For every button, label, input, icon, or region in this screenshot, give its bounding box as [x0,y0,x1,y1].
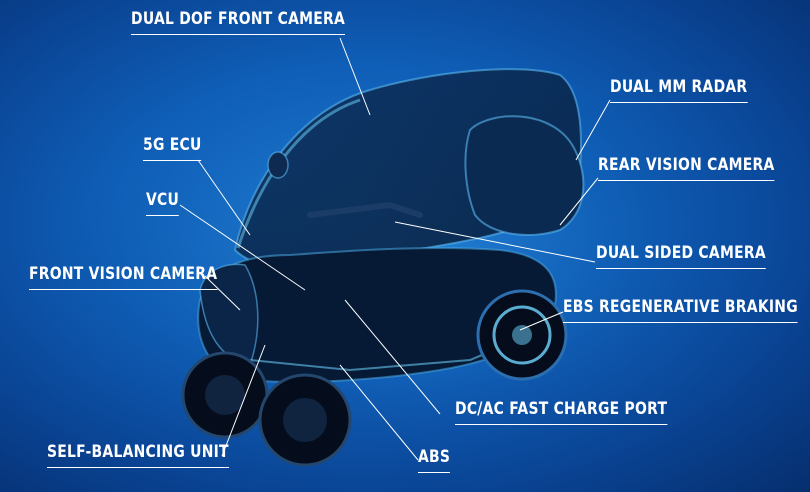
underline [563,321,798,323]
underline [596,267,766,269]
rear-wheel [476,289,568,381]
underline [610,101,748,103]
leader-rear-vision-camera [559,177,599,226]
label-dual-dof-front-camera: DUAL DOF FRONT CAMERA [131,8,346,35]
label-text: ABS [418,447,451,467]
label-rear-vision-camera: REAR VISION CAMERA [598,154,775,181]
rear-pod [464,115,585,236]
leader-dual-dof-front-camera [339,37,371,116]
label-text: FRONT VISION CAMERA [29,264,218,284]
label-self-balancing-unit: SELF-BALANCING UNIT [47,441,229,468]
underline [455,423,668,425]
underline [146,214,180,216]
underline [418,471,451,473]
leader-front-vision-camera [204,275,241,311]
label-text: 5G ECU [143,135,202,155]
leader-self-balancing-unit [221,344,266,457]
label-dc-ac-fast-charge-port: DC/AC FAST CHARGE PORT [455,398,668,425]
label-dual-sided-camera: DUAL SIDED CAMERA [596,242,766,269]
label-text: REAR VISION CAMERA [598,155,775,175]
label-vcu: VCU [146,189,180,216]
underline [29,288,218,290]
leader-dual-mm-radar [575,99,611,161]
handlebar [307,201,423,218]
front-left-wheel [181,351,269,439]
label-text: DUAL MM RADAR [610,77,748,97]
underline [143,159,202,161]
front-right-wheel [258,373,352,467]
label-text: DC/AC FAST CHARGE PORT [455,399,668,419]
leader-ebs-regenerative-braking [519,311,564,331]
label-text: SELF-BALANCING UNIT [47,442,229,462]
label-5g-ecu: 5G ECU [143,134,202,161]
mirror [267,151,289,179]
label-dual-mm-radar: DUAL MM RADAR [610,76,748,103]
label-text: DUAL SIDED CAMERA [596,243,766,263]
label-abs: ABS [418,446,451,473]
leader-abs [339,364,419,461]
leader-5g-ecu [197,159,251,236]
label-text: DUAL DOF FRONT CAMERA [131,9,346,29]
underline [47,466,229,468]
leader-dc-ac-fast-charge-port [344,299,441,415]
leader-dual-sided-camera [394,221,596,263]
underline [131,33,346,35]
label-text: EBS REGENERATIVE BRAKING [563,297,798,317]
underline [598,179,775,181]
label-front-vision-camera: FRONT VISION CAMERA [29,263,218,290]
leader-lines [179,37,611,461]
label-ebs-regenerative-braking: EBS REGENERATIVE BRAKING [563,296,798,323]
leader-vcu [179,204,306,291]
label-text: VCU [146,190,180,210]
